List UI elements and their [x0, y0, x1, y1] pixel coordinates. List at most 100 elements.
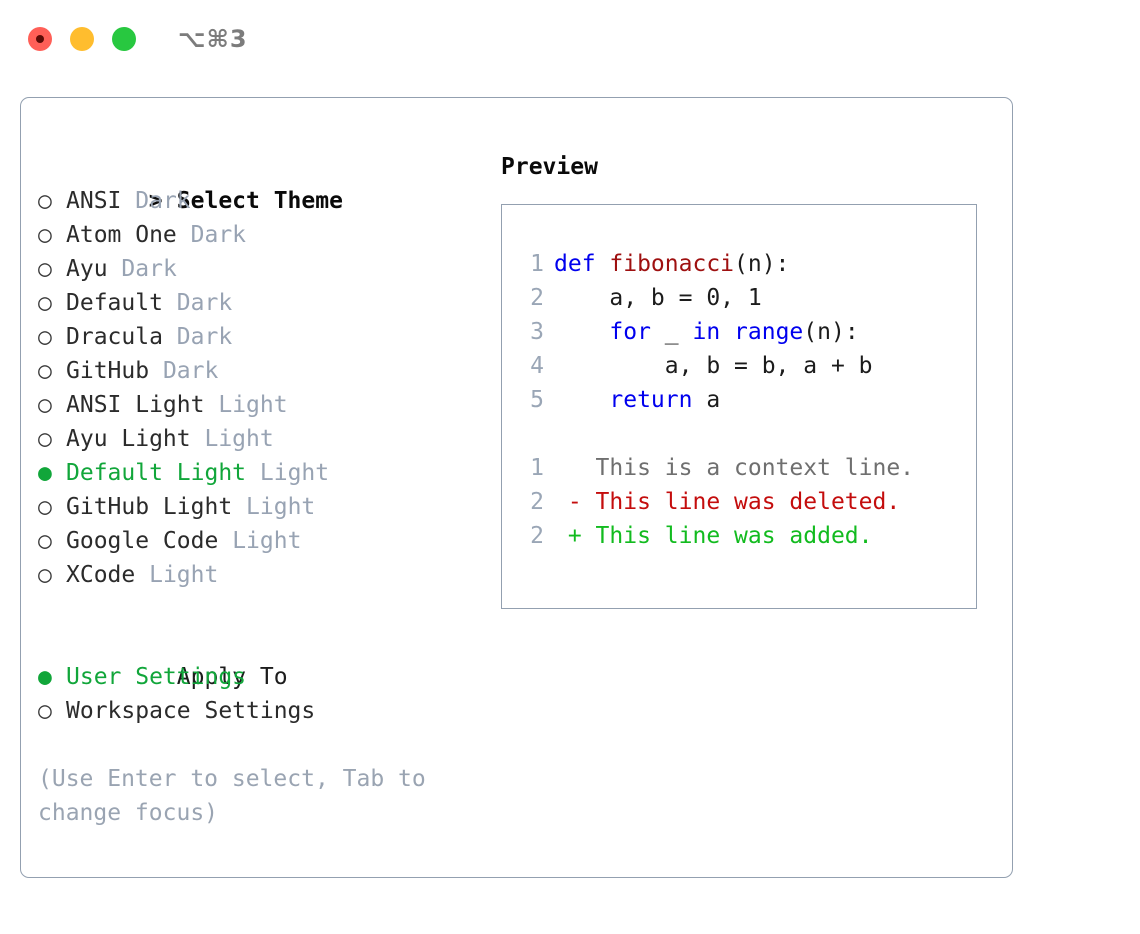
diff-sign-icon: - — [554, 489, 596, 515]
theme-option-dracula[interactable]: ○ Dracula Dark — [38, 320, 501, 354]
diff-line-del: 2 - This line was deleted. — [518, 485, 914, 519]
apply-to-header: Apply To — [38, 626, 501, 690]
keyboard-shortcut-label: ⌥⌘3 — [178, 25, 248, 53]
radio-selected-icon: ● — [38, 460, 52, 486]
theme-option-variant-tag: Dark — [190, 222, 247, 248]
code-token-pl: a — [692, 387, 721, 413]
radio-unselected-icon: ○ — [38, 324, 52, 350]
minimize-button[interactable] — [70, 27, 94, 51]
apply-to-option-label: Workspace Settings — [66, 698, 316, 724]
apply-to-option-user-settings[interactable]: ●User Settings — [38, 660, 501, 694]
code-token-pl: a, b = b, a + b — [554, 353, 873, 379]
code-token-kw: def — [554, 251, 610, 277]
theme-option-label: Google Code — [66, 528, 219, 554]
radio-unselected-icon: ○ — [38, 528, 52, 554]
radio-unselected-icon: ○ — [38, 426, 52, 452]
theme-option-variant-tag: Dark — [162, 358, 219, 384]
apply-to-option-label: User Settings — [66, 664, 247, 690]
theme-option-label: ANSI — [66, 188, 122, 214]
diff-line-text: This is a context line. — [595, 455, 915, 481]
code-token-pl — [554, 319, 609, 345]
close-button[interactable] — [28, 27, 52, 51]
code-line-number: 1 — [530, 251, 544, 277]
theme-option-atom-one[interactable]: ○ Atom One Dark — [38, 218, 501, 252]
zoom-button[interactable] — [112, 27, 136, 51]
theme-option-ayu-light[interactable]: ○ Ayu Light Light — [38, 422, 501, 456]
window-controls — [28, 27, 136, 51]
theme-option-variant-tag: Dark — [121, 256, 177, 282]
theme-option-label: Ayu Light — [66, 426, 191, 452]
code-token-kw: for — [609, 319, 651, 345]
code-line-number: 4 — [530, 353, 544, 379]
code-token-pl: _ — [650, 319, 693, 345]
theme-option-label: XCode — [66, 562, 136, 588]
diff-sign-icon: + — [554, 523, 596, 549]
theme-option-variant-tag: Light — [232, 528, 302, 554]
theme-selector-panel: >Select Theme ○ANSI Dark○Atom One Dark○A… — [20, 97, 1013, 878]
theme-list-header-label: Select Theme — [176, 188, 343, 214]
code-line: 4 a, b = b, a + b — [518, 349, 914, 383]
theme-option-xcode[interactable]: ○XCode Light — [38, 558, 501, 592]
theme-option-label: ANSI Light — [66, 392, 205, 418]
theme-option-label: Default Light — [66, 460, 247, 486]
theme-option-label: Default — [66, 290, 163, 316]
radio-unselected-icon: ○ — [38, 256, 52, 282]
theme-option-ansi-light[interactable]: ○ANSI Light Light — [38, 388, 501, 422]
keyboard-hint-text: (Use Enter to select, Tab to change focu… — [38, 766, 440, 826]
theme-option-variant-tag: Dark — [176, 324, 233, 350]
theme-option-label: GitHub — [66, 358, 150, 384]
theme-option-variant-tag: Light — [259, 460, 330, 486]
theme-option-github[interactable]: ○ GitHub Dark — [38, 354, 501, 388]
code-line: 2 a, b = 0, 1 — [518, 281, 914, 315]
theme-option-default[interactable]: ○ Default Dark — [38, 286, 501, 320]
diff-line-text: This line was deleted. — [595, 489, 901, 515]
code-token-kw: in — [692, 319, 721, 345]
theme-option-ansi[interactable]: ○ ANSI Dark — [38, 184, 501, 218]
code-token-pl — [720, 319, 734, 345]
code-line: 3 for _ in range(n): — [518, 315, 914, 349]
radio-unselected-icon: ○ — [38, 290, 52, 316]
code-line-number: 5 — [530, 387, 544, 413]
apply-to-option-workspace-settings[interactable]: ○ Workspace Settings — [38, 694, 501, 728]
theme-option-label: GitHub Light — [66, 494, 233, 520]
theme-option-label: Dracula — [66, 324, 163, 350]
diff-line-number: 1 — [530, 455, 544, 481]
theme-option-default-light[interactable]: ● Default Light Light — [38, 456, 501, 490]
theme-option-label: Atom One — [66, 222, 177, 248]
code-token-pl: (n): — [734, 251, 790, 277]
radio-unselected-icon: ○ — [38, 222, 52, 248]
code-token-kw: range — [734, 319, 804, 345]
theme-options-list: ○ANSI Dark○Atom One Dark○Ayu Dark○Defaul… — [38, 184, 501, 592]
diff-line-add: 2 + This line was added. — [518, 519, 914, 553]
code-token-pl: a, b = 0, 1 — [554, 285, 762, 311]
theme-option-variant-tag: Light — [218, 392, 288, 418]
theme-option-variant-tag: Light — [246, 494, 316, 520]
apply-to-options-list: ●User Settings ○ Workspace Settings — [38, 660, 501, 728]
diff-line-number: 2 — [530, 489, 544, 515]
window-titlebar: ⌥⌘3 — [0, 0, 1140, 78]
code-line: 1 def fibonacci(n): — [518, 247, 914, 281]
radio-unselected-icon: ○ — [38, 358, 52, 384]
theme-option-google-code[interactable]: ○ Google Code Light — [38, 524, 501, 558]
code-token-kw: return — [609, 387, 693, 413]
diff-line-text: This line was added. — [595, 523, 873, 549]
radio-unselected-icon: ○ — [38, 188, 52, 214]
diff-line-ctx: 1 This is a context line. — [518, 451, 914, 485]
diff-sign-icon — [554, 455, 596, 481]
theme-option-variant-tag: Light — [204, 426, 274, 452]
theme-option-variant-tag: Light — [149, 562, 219, 588]
theme-list-header: >Select Theme — [38, 150, 501, 214]
code-token-pl: (n): — [803, 319, 859, 345]
code-line-number: 2 — [530, 285, 544, 311]
theme-option-ayu[interactable]: ○Ayu Dark — [38, 252, 501, 286]
radio-unselected-icon: ○ — [38, 698, 52, 724]
theme-option-variant-tag: Dark — [176, 290, 233, 316]
apply-to-header-label: Apply To — [176, 664, 288, 690]
code-line-number: 3 — [530, 319, 544, 345]
code-token-fn: fibonacci — [609, 251, 735, 277]
theme-option-github-light[interactable]: ○GitHub Light Light — [38, 490, 501, 524]
diff-line-number: 2 — [530, 523, 544, 549]
theme-option-variant-tag: Dark — [135, 188, 191, 214]
